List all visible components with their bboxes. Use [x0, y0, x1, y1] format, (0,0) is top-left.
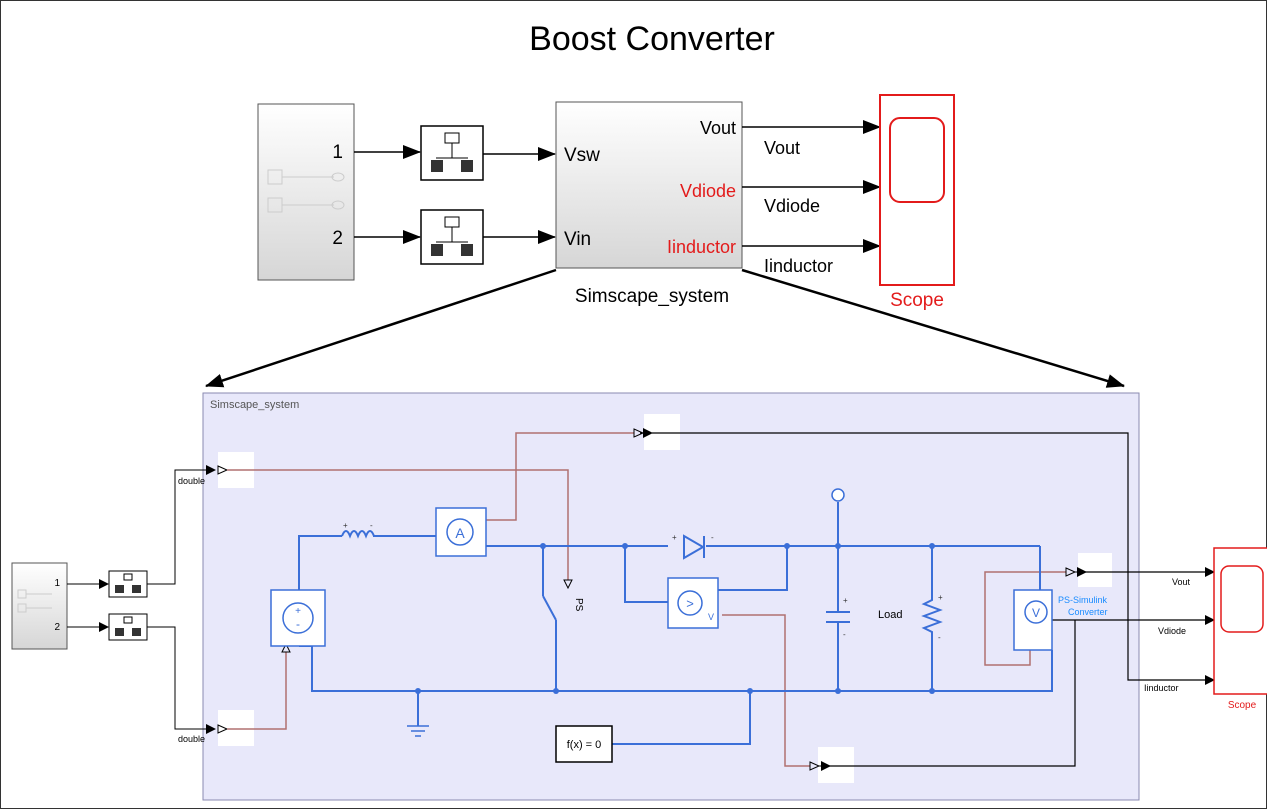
svg-text:+: +: [343, 521, 348, 530]
ps-simulink-converter-label-2: Converter: [1068, 607, 1108, 617]
capacitor[interactable]: + -: [826, 596, 850, 640]
diagram-title: Boost Converter: [529, 20, 775, 58]
signal-source-icon: [267, 169, 345, 213]
output-port-vout[interactable]: [1078, 553, 1112, 587]
zoom-arrow-right: [741, 268, 1125, 388]
inductor[interactable]: + -: [341, 521, 375, 539]
detail-converter-block-2[interactable]: [108, 613, 148, 641]
wire: [147, 465, 216, 585]
solver-label: f(x) = 0: [567, 739, 602, 751]
ps-port-label: PS: [573, 598, 584, 612]
scope-screen-icon: [889, 117, 945, 203]
svg-text:-: -: [296, 617, 300, 631]
detail-model: Simscape_system 1 2 double double: [11, 392, 1267, 801]
subsystem-output-vout: Vout: [700, 118, 736, 138]
electrical-ground[interactable]: [407, 725, 429, 737]
switch[interactable]: PS: [530, 578, 584, 634]
top-converter-block-2[interactable]: [420, 209, 484, 265]
svg-text:-: -: [938, 633, 941, 642]
output-port-iinductor[interactable]: [644, 414, 680, 450]
subsystem-name: Simscape_system: [575, 286, 729, 307]
detail-signal-iinductor: Iinductor: [1144, 683, 1179, 693]
ps-signal-wires: [227, 432, 1066, 767]
voltmeter-port: V: [708, 612, 714, 622]
load-label: Load: [878, 609, 902, 621]
subsystem-input-vsw: Vsw: [564, 145, 600, 166]
svg-text:V: V: [1032, 606, 1040, 620]
electrical-reference-top[interactable]: [831, 488, 845, 502]
input-type-1: double: [178, 476, 205, 486]
wire: [147, 626, 216, 734]
top-subsystem-block[interactable]: [555, 101, 743, 269]
load-resistor[interactable]: + -: [921, 593, 943, 642]
voltage-sensor-diode[interactable]: [667, 577, 719, 629]
svg-text:+: +: [295, 606, 301, 617]
voltmeter-output-icon: [1024, 600, 1048, 624]
signal-label-vdiode: Vdiode: [764, 196, 820, 216]
detail-source-icon: [17, 589, 52, 613]
ps-simulink-converter-label-1: PS-Simulink: [1058, 595, 1108, 605]
ammeter-label: A: [455, 525, 465, 541]
svg-text:>: >: [686, 596, 694, 611]
top-signal-source-block[interactable]: [257, 103, 355, 281]
detail-source-port-2: 2: [54, 622, 60, 633]
port-marker: [217, 465, 229, 475]
port-marker: [217, 724, 229, 734]
zoom-arrow-left: [205, 268, 557, 388]
output-wires: [652, 432, 1214, 767]
output-port-vdiode[interactable]: [818, 747, 854, 783]
subsystem-output-iinductor: Iinductor: [667, 237, 736, 257]
detail-signal-vdiode: Vdiode: [1158, 626, 1186, 636]
detail-converter-block-1[interactable]: [108, 570, 148, 598]
ammeter-icon: [446, 518, 474, 546]
detail-scope-label: Scope: [1228, 700, 1257, 711]
signal-label-iinductor: Iinductor: [764, 256, 833, 276]
svg-text:-: -: [370, 521, 373, 530]
top-source-port-1: 1: [332, 142, 343, 163]
voltmeter-icon: [677, 590, 703, 616]
detail-signal-source-block[interactable]: [11, 562, 68, 650]
signal-label-vout: Vout: [764, 138, 800, 158]
junctions: [415, 543, 935, 694]
top-converter-block-1[interactable]: [420, 125, 484, 181]
voltage-source-icon: [282, 602, 314, 634]
top-level-model: 1 2 Vsw Vin Vout Vdiode Iinductor Simsca…: [257, 94, 955, 311]
top-source-port-2: 2: [332, 228, 343, 249]
diode[interactable]: + -: [672, 533, 714, 560]
detail-signal-vout: Vout: [1172, 577, 1191, 587]
detail-source-port-1: 1: [54, 578, 60, 589]
solver-configuration-block[interactable]: [555, 725, 613, 763]
detail-subsystem-label: Simscape_system: [210, 399, 299, 411]
top-scope-label: Scope: [890, 290, 944, 311]
svg-text:+: +: [672, 533, 677, 542]
subsystem-output-vdiode: Vdiode: [680, 181, 736, 201]
svg-text:-: -: [711, 533, 714, 542]
svg-text:+: +: [938, 593, 943, 602]
svg-text:-: -: [843, 630, 846, 639]
input-type-2: double: [178, 734, 205, 744]
input-port-2[interactable]: [218, 710, 254, 746]
svg-text:+: +: [843, 596, 848, 605]
detail-scope-screen-icon: [1220, 565, 1264, 633]
subsystem-input-vin: Vin: [564, 229, 591, 250]
